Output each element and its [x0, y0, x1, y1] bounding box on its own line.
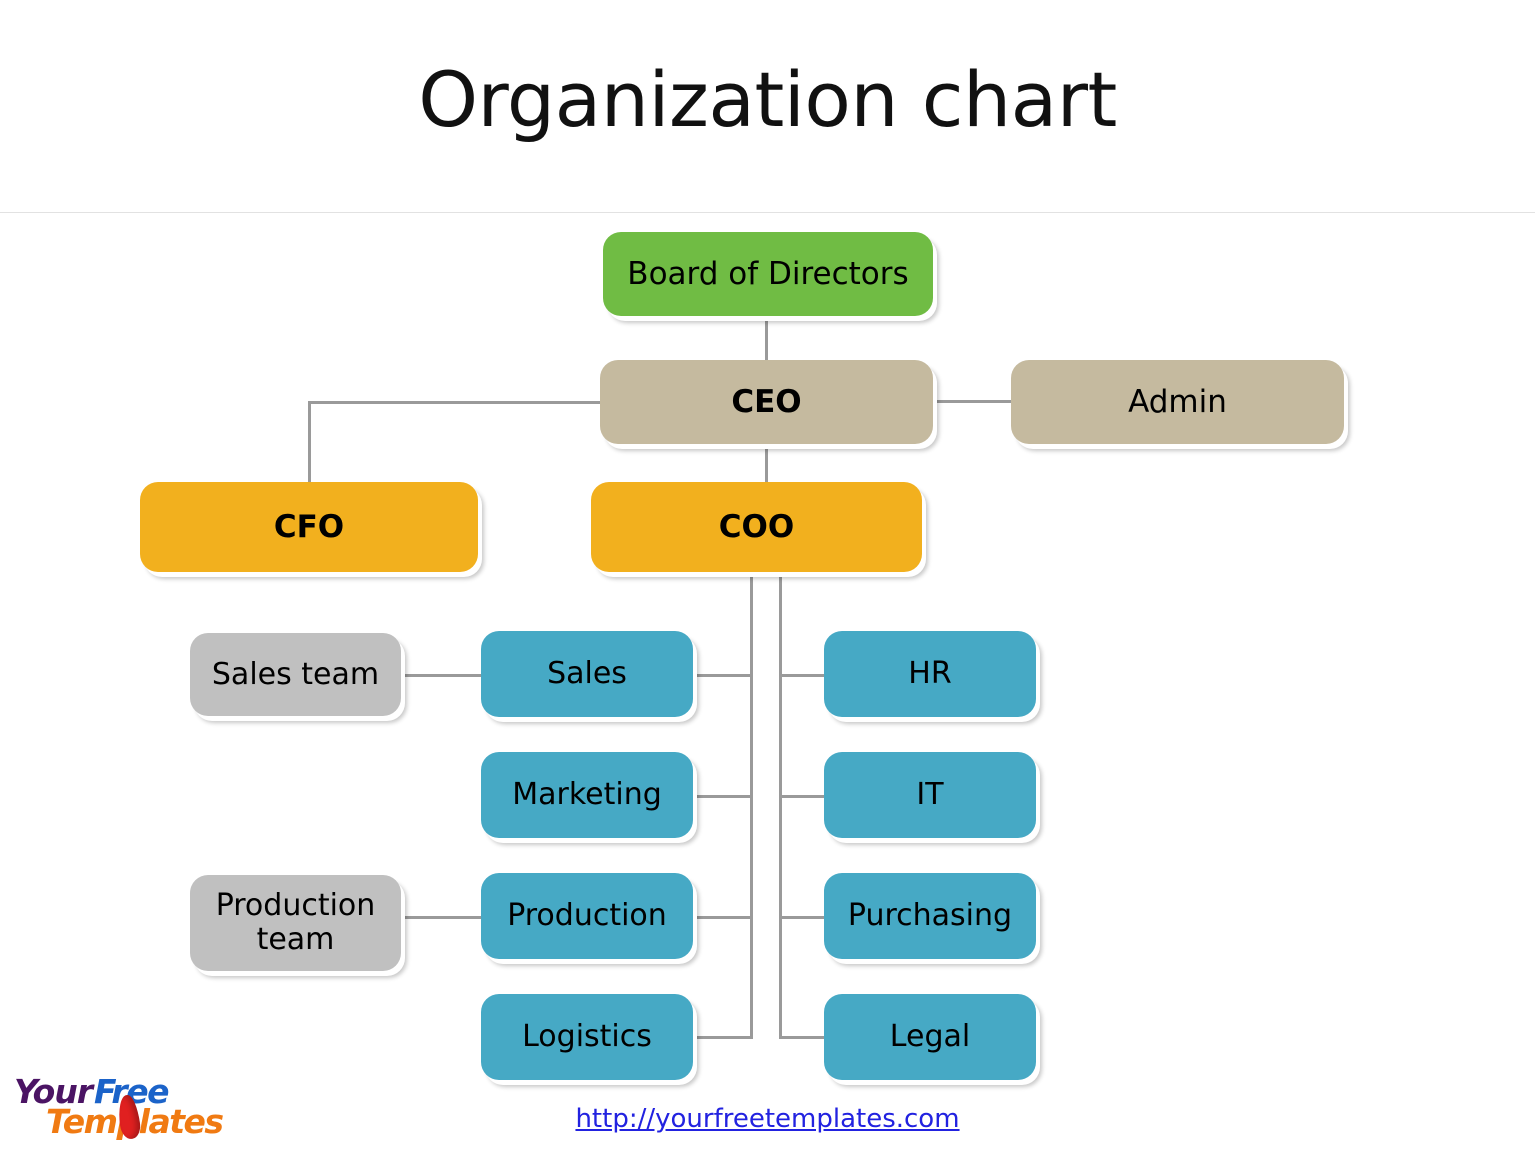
connector-ceo-cfo-horizontal [308, 401, 602, 404]
node-it[interactable]: IT [824, 752, 1036, 838]
node-label: Admin [1128, 383, 1227, 420]
node-admin[interactable]: Admin [1011, 360, 1344, 444]
node-label: HR [908, 656, 952, 692]
node-legal[interactable]: Legal [824, 994, 1036, 1080]
node-label: Production [507, 898, 667, 934]
node-logistics[interactable]: Logistics [481, 994, 693, 1080]
connector-board-ceo [765, 315, 768, 363]
node-label: Legal [889, 1019, 971, 1055]
connector-coo-sales [693, 674, 753, 677]
node-production[interactable]: Production [481, 873, 693, 959]
connector-coo-production [693, 916, 753, 919]
node-label: Sales team [211, 656, 380, 692]
node-sales[interactable]: Sales [481, 631, 693, 717]
connector-ceo-cfo-vertical [308, 404, 311, 482]
node-board-of-directors[interactable]: Board of Directors [603, 232, 933, 316]
connector-sales-salesteam [400, 674, 482, 677]
connector-coo-it [779, 795, 825, 798]
page-title: Organization chart [418, 55, 1117, 144]
connector-coo-marketing [693, 795, 753, 798]
node-marketing[interactable]: Marketing [481, 752, 693, 838]
node-label: Marketing [512, 777, 662, 813]
node-label: Purchasing [847, 898, 1013, 934]
node-label: IT [916, 777, 944, 813]
node-production-team[interactable]: Production team [190, 875, 401, 971]
node-coo[interactable]: COO [591, 482, 922, 572]
node-label: COO [718, 508, 795, 545]
node-label: Logistics [522, 1019, 652, 1055]
node-label: Sales [547, 656, 627, 692]
connector-coo-hr [779, 674, 825, 677]
logo-word-your: Your [14, 1072, 93, 1111]
node-label: CFO [273, 508, 345, 545]
node-label: Production team [215, 888, 376, 957]
node-sales-team[interactable]: Sales team [190, 633, 401, 716]
node-hr[interactable]: HR [824, 631, 1036, 717]
node-cfo[interactable]: CFO [140, 482, 478, 572]
connector-coo-left-trunk [750, 572, 753, 1038]
connector-ceo-coo [765, 443, 768, 483]
node-label: Board of Directors [627, 255, 909, 292]
connector-coo-legal [779, 1036, 825, 1039]
connector-coo-logistics [693, 1036, 753, 1039]
connector-coo-right-trunk [779, 572, 782, 1038]
header-divider [0, 212, 1535, 213]
yourfreetemplates-logo[interactable]: Your Free Templates [8, 1072, 228, 1146]
connector-coo-purchasing [779, 916, 825, 919]
node-purchasing[interactable]: Purchasing [824, 873, 1036, 959]
node-ceo[interactable]: CEO [600, 360, 933, 444]
node-label: CEO [731, 383, 802, 420]
connector-ceo-admin [932, 400, 1014, 403]
connector-production-prodteam [400, 916, 482, 919]
footer-website-link[interactable]: http://yourfreetemplates.com [575, 1104, 960, 1134]
